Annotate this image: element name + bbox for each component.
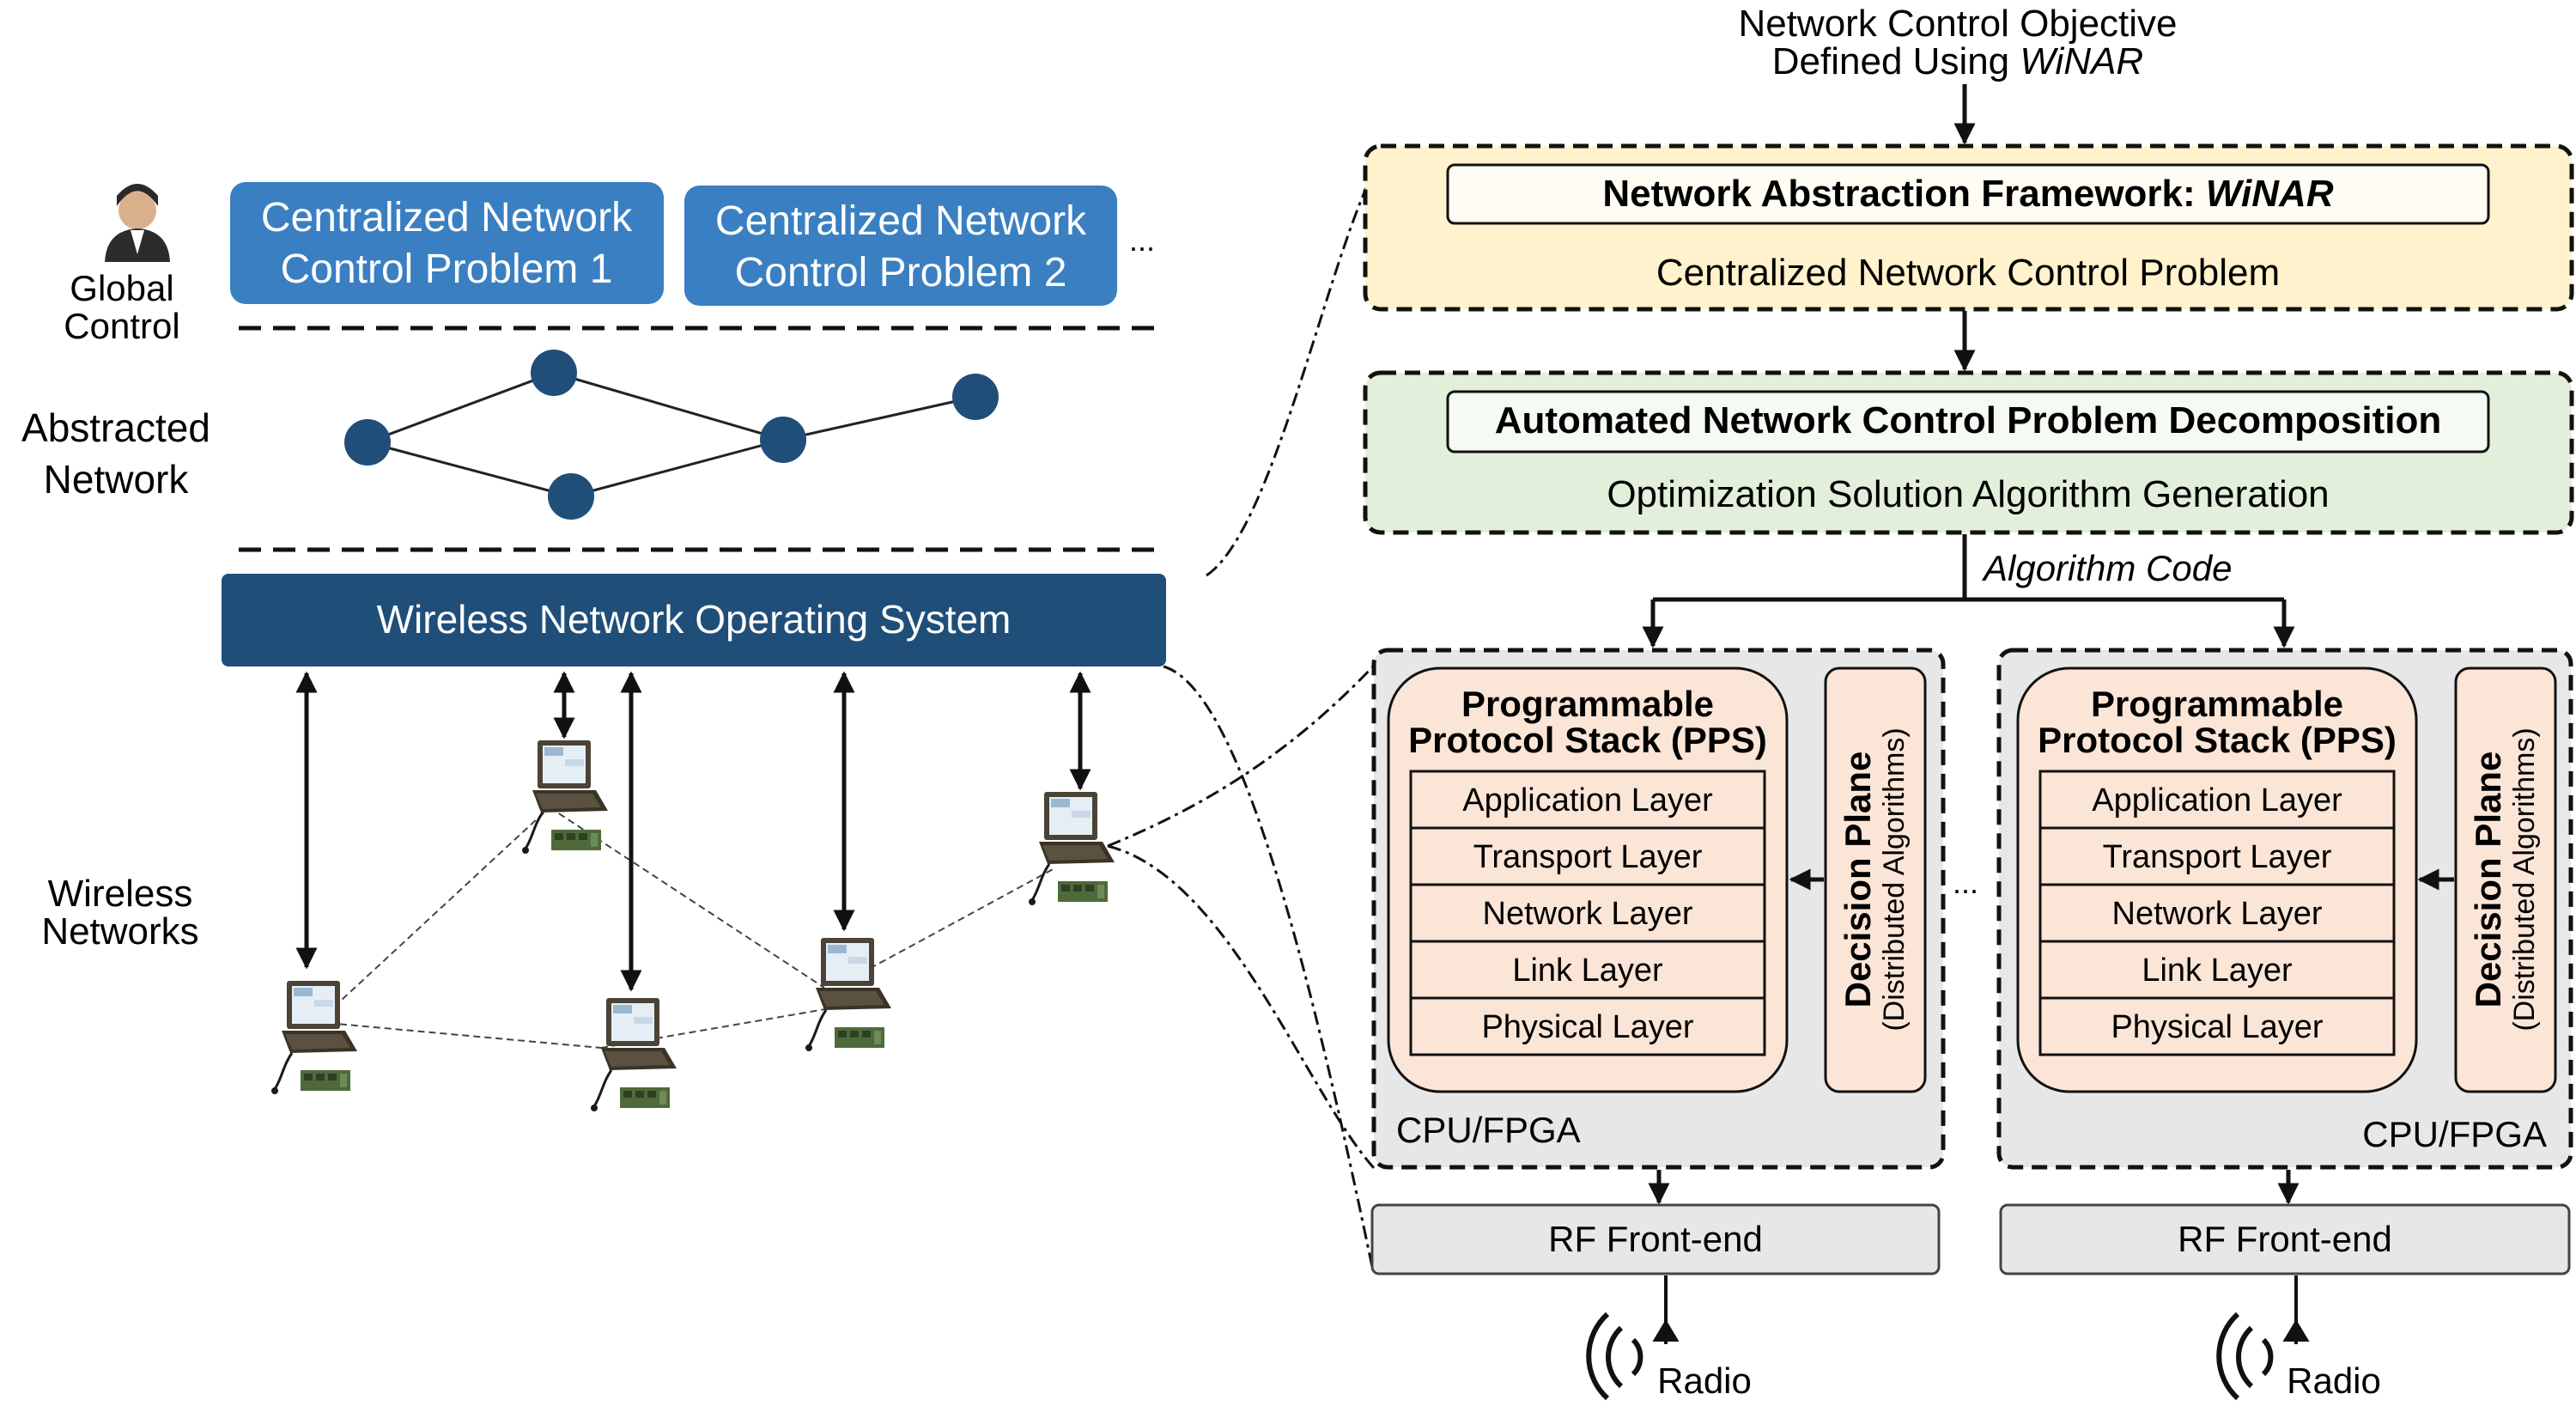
abstracted-network-label-2: Network xyxy=(44,457,190,502)
problem-box-2[interactable]: Centralized Network Control Problem 2 xyxy=(684,186,1117,306)
graph-node xyxy=(548,473,594,520)
framework-box: Network Abstraction Framework: WiNAR Cen… xyxy=(1363,143,2574,312)
pps-title-2-line-2: Protocol Stack (PPS) xyxy=(2038,720,2397,760)
layer-link: Link Layer xyxy=(2142,953,2293,989)
layer-link: Link Layer xyxy=(1512,953,1663,989)
pps-title-1-line-1: Programmable xyxy=(1461,684,1714,724)
decision-plane-2-title: Decision Plane xyxy=(2468,752,2508,1008)
framework-subtitle: Centralized Network Control Problem xyxy=(1656,252,2280,294)
wireless-os-label: Wireless Network Operating System xyxy=(377,597,1012,642)
hw-label-2: CPU/FPGA xyxy=(2362,1114,2547,1154)
wireless-networks-label-2: Networks xyxy=(41,910,198,953)
decomposition-title: Automated Network Control Problem Decomp… xyxy=(1495,399,2442,441)
person-icon xyxy=(105,184,170,262)
layer-transport: Transport Layer xyxy=(1473,839,1703,875)
decomposition-box: Automated Network Control Problem Decomp… xyxy=(1363,370,2574,535)
layer-physical: Physical Layer xyxy=(1481,1009,1693,1045)
global-control-label-2: Control xyxy=(64,306,179,346)
problem-box-1-line-2: Control Problem 1 xyxy=(281,247,613,292)
objective-line-2: Defined Using WiNAR xyxy=(1772,40,2143,82)
radio-wave-icon xyxy=(2216,1312,2274,1401)
antenna-icon xyxy=(2282,1275,2310,1344)
zoom-lines xyxy=(1107,180,1376,1268)
graph-node xyxy=(531,350,577,396)
problem-box-2-line-1: Centralized Network xyxy=(715,198,1087,244)
decision-plane-2 xyxy=(2454,666,2557,1093)
layer-network: Network Layer xyxy=(1483,896,1693,932)
wireless-networks-label-1: Wireless xyxy=(48,873,193,915)
wireless-links xyxy=(317,806,1057,1049)
graph-node xyxy=(952,374,999,420)
laptop-icon xyxy=(1027,790,1116,907)
problems-ellipsis: ... xyxy=(1129,222,1155,258)
pps-title-1-line-2: Protocol Stack (PPS) xyxy=(1408,720,1767,760)
layer-transport: Transport Layer xyxy=(2103,839,2332,875)
antenna-icon xyxy=(1652,1275,1680,1344)
rf-frontend-1-label: RF Front-end xyxy=(1548,1219,1763,1259)
layer-network: Network Layer xyxy=(2112,896,2323,932)
algorithm-code-label: Algorithm Code xyxy=(1981,548,2232,588)
problem-box-2-line-2: Control Problem 2 xyxy=(735,250,1067,295)
abstracted-graph xyxy=(344,350,999,520)
laptop-icon xyxy=(804,936,893,1053)
decision-plane-1-title: Decision Plane xyxy=(1838,752,1878,1008)
node-1: Programmable Protocol Stack (PPS) Applic… xyxy=(1370,648,1946,1401)
laptop-icon xyxy=(520,739,610,855)
problem-box-1-line-1: Centralized Network xyxy=(261,195,633,240)
wireless-os-bar[interactable]: Wireless Network Operating System xyxy=(222,574,1166,666)
algorithm-code-flow xyxy=(1642,534,2295,648)
layer-physical: Physical Layer xyxy=(2111,1009,2323,1045)
laptop-icon xyxy=(589,996,678,1113)
decision-plane-1 xyxy=(1824,666,1927,1093)
radio-label-2: Radio xyxy=(2287,1360,2381,1401)
hw-label-1: CPU/FPGA xyxy=(1396,1110,1581,1150)
graph-node xyxy=(760,417,806,463)
framework-title: Network Abstraction Framework: WiNAR xyxy=(1602,173,2333,215)
pps-title-2-line-1: Programmable xyxy=(2091,684,2343,724)
layer-stack-2: Application Layer Transport Layer Networ… xyxy=(2038,770,2396,1056)
rf-frontend-2 xyxy=(1999,1203,2571,1275)
rf-frontend-2-label: RF Front-end xyxy=(2178,1219,2392,1259)
layer-application: Application Layer xyxy=(2092,782,2342,819)
os-to-device-arrows xyxy=(295,671,1091,992)
graph-node xyxy=(344,419,391,466)
node-2: Programmable Protocol Stack (PPS) Applic… xyxy=(1996,648,2573,1401)
rf-frontend-1 xyxy=(1370,1203,1941,1275)
layer-stack-1: Application Layer Transport Layer Networ… xyxy=(1409,770,1766,1056)
decomposition-subtitle: Optimization Solution Algorithm Generati… xyxy=(1607,473,2329,515)
radio-wave-icon xyxy=(1586,1312,1643,1401)
nodes-ellipsis: ... xyxy=(1953,865,1978,900)
global-control-label-1: Global xyxy=(70,268,173,308)
decision-plane-2-sub: (Distributed Algorithms) xyxy=(2508,727,2541,1031)
abstracted-network-label-1: Abstracted xyxy=(21,405,210,450)
problem-box-1[interactable]: Centralized Network Control Problem 1 xyxy=(230,182,664,304)
objective-line-1: Network Control Objective xyxy=(1738,3,2177,45)
radio-label-1: Radio xyxy=(1657,1360,1752,1401)
layer-application: Application Layer xyxy=(1462,782,1713,819)
decision-plane-1-sub: (Distributed Algorithms) xyxy=(1878,727,1911,1031)
